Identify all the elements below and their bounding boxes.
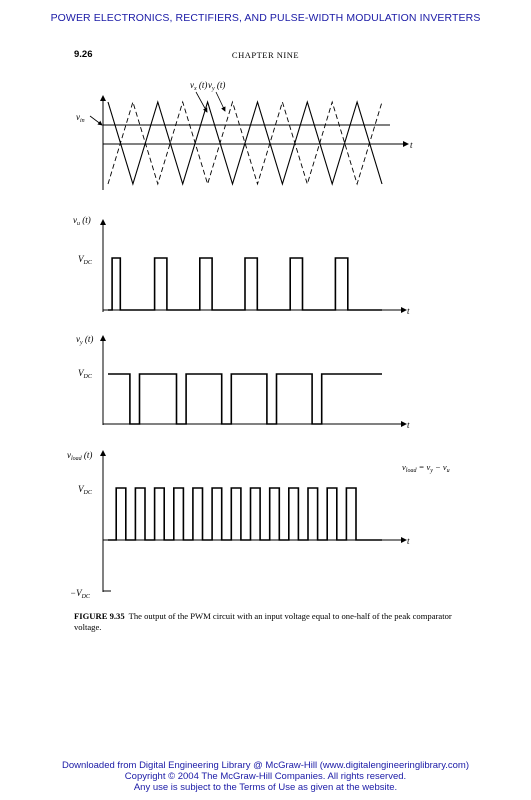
panel1-t-label: t: [410, 140, 413, 150]
vy-triangle-line: [107, 100, 383, 186]
vy-triangle-wave: [107, 100, 383, 186]
page-number: 9.26: [74, 49, 93, 60]
panel4-level-label: VDC: [78, 484, 93, 496]
panel2-level-label: VDC: [78, 254, 93, 266]
vload-waveform: [108, 487, 382, 541]
footer-line-3: Any use is subject to the Terms of Use a…: [133, 782, 398, 793]
panel3-ylabel: vy (t): [76, 334, 93, 346]
caption-text: The output of the PWM circuit with an in…: [74, 611, 452, 632]
panel3-level-label: VDC: [78, 368, 93, 380]
panel4-t-label: t: [407, 536, 410, 546]
panel-vu: vu (t) VDC t: [73, 215, 410, 316]
footer-line-2: Copyright © 2004 The McGraw-Hill Compani…: [124, 771, 407, 782]
vy-waveform: [108, 373, 382, 425]
panel4-neg-level-label: −VDC: [70, 588, 91, 600]
label-vx: vx (t): [190, 80, 207, 92]
chapter-title: CHAPTER NINE: [231, 50, 300, 60]
vload-formula: vload = vy − vu: [402, 462, 450, 474]
label-vin: vin: [76, 112, 85, 124]
panel-vy: vy (t) VDC t: [76, 334, 410, 430]
panel-vload: vload (t) VDC −VDC vload = vy − vu t: [67, 450, 450, 600]
panel4-ylabel: vload (t): [67, 450, 92, 462]
panel3-t-label: t: [407, 420, 410, 430]
footer-line-1: Downloaded from Digital Engineering Libr…: [61, 760, 470, 771]
panel-comparator: vx (t) vy (t) vin t: [76, 80, 413, 190]
vx-triangle-wave: [107, 100, 383, 186]
footer: Downloaded from Digital Engineering Libr…: [0, 760, 531, 793]
vx-triangle-line: [107, 100, 383, 186]
label-vy: vy (t): [208, 80, 225, 92]
pwm-figure: vx (t) vy (t) vin t vu (t) VDC t vy (t) …: [67, 80, 450, 600]
caption-label: FIGURE 9.35: [74, 611, 125, 621]
vy-pointer: [215, 91, 226, 112]
running-header: POWER ELECTRONICS, RECTIFIERS, AND PULSE…: [50, 12, 481, 24]
vx-pointer: [195, 91, 208, 113]
vu-waveform: [108, 257, 382, 311]
vin-pointer: [89, 115, 103, 126]
panel2-t-label: t: [407, 306, 410, 316]
panel2-ylabel: vu (t): [73, 215, 91, 227]
